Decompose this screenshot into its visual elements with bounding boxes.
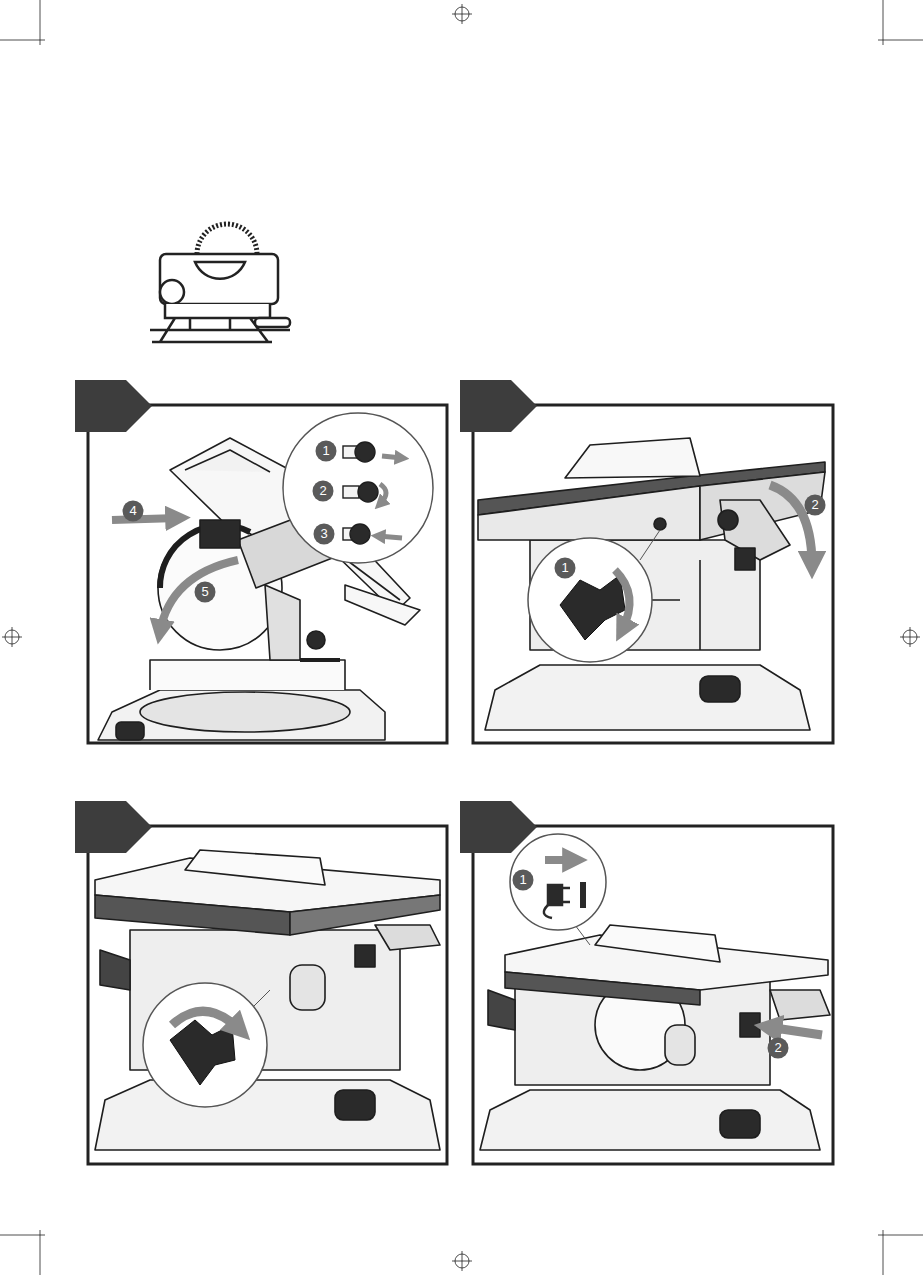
callout-number: 1: [554, 557, 576, 579]
callout-number: 1: [315, 440, 337, 462]
magnifier: [510, 834, 606, 945]
callout-number: 3: [313, 523, 335, 545]
panel-3-saw: [95, 850, 440, 1150]
callout-number: 2: [804, 494, 826, 516]
lower-arrow: [770, 485, 812, 565]
callout-number: 5: [194, 581, 216, 603]
press-arrow: [768, 1027, 822, 1035]
callout-disc: [123, 501, 144, 522]
callout-disc: [768, 1038, 789, 1059]
magnifier: [143, 983, 270, 1107]
magnifier: [528, 530, 660, 662]
panel-frames: [75, 380, 833, 1164]
mode-icon: [150, 224, 290, 342]
registration-marks: [2, 4, 920, 1271]
callout-discs: [123, 441, 826, 1059]
callout-number: 1: [512, 869, 534, 891]
swing-arrow: [160, 560, 238, 632]
callout-disc: [195, 582, 216, 603]
callout-disc: [313, 481, 334, 502]
callout-number: 2: [312, 480, 334, 502]
callout-number: 4: [122, 500, 144, 522]
callout-disc: [805, 495, 826, 516]
callout-disc: [314, 524, 335, 545]
magnifier: [283, 413, 433, 563]
callout-disc: [555, 558, 576, 579]
callout-disc: [513, 870, 534, 891]
callout-disc: [316, 441, 337, 462]
callout-number: 2: [767, 1037, 789, 1059]
push-arrow: [112, 518, 178, 520]
panel-1-saw: [98, 438, 420, 740]
panel-2-saw: [478, 438, 825, 730]
panel-4-saw: [480, 925, 830, 1150]
